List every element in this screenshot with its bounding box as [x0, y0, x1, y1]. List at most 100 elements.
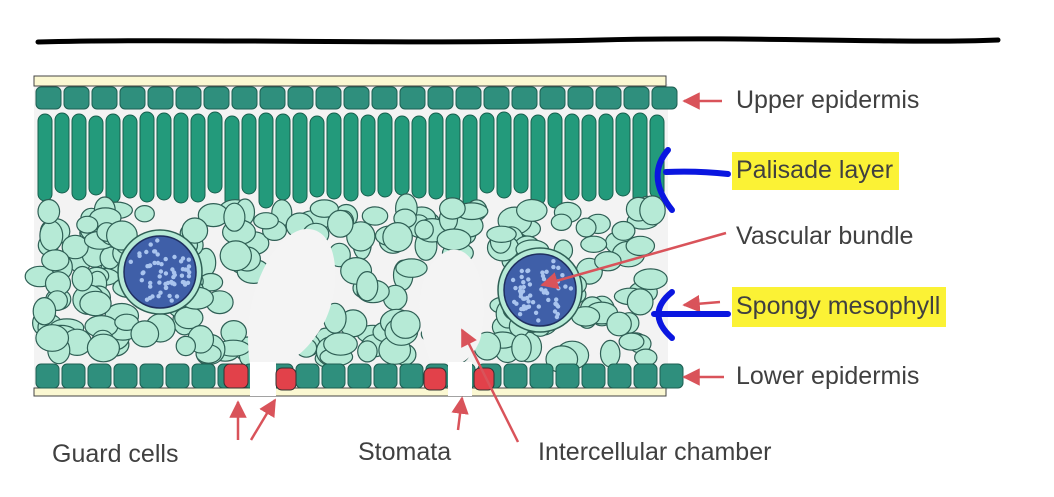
vascular-bundle-dot: [546, 297, 551, 303]
vascular-bundle-dot: [514, 301, 519, 306]
spongy-cell: [346, 221, 376, 252]
lower-epidermis-cell: [295, 363, 320, 389]
spongy-cell: [414, 219, 434, 240]
guard-cells-arrow: [249, 398, 277, 441]
upper-epidermis-cell: [147, 86, 174, 110]
spongy-cell: [486, 225, 517, 243]
palisade-cell: [54, 112, 70, 194]
vascular-bundle-dot: [563, 284, 568, 289]
vascular-bundle-dot: [157, 280, 162, 285]
vascular-bundle-dot: [139, 278, 144, 283]
vascular-bundle-dot: [172, 254, 177, 260]
lower-cuticle: [33, 387, 667, 397]
lower-epidermis-cell: [659, 363, 684, 389]
upper-epidermis-cell: [315, 86, 342, 110]
palisade-cell: [615, 112, 631, 197]
vascular-bundle-dot: [181, 280, 187, 285]
label-spongy-mesophyll: Spongy mesophyll: [732, 287, 947, 327]
vascular-bundle-dot: [170, 267, 175, 272]
spongy-cell: [439, 197, 466, 220]
spongy-cell: [175, 335, 196, 357]
vascular-bundle-dot: [158, 290, 163, 295]
upper-epidermis-cell: [399, 86, 426, 110]
upper-epidermis-cell: [259, 86, 286, 110]
upper-epidermis-cell: [91, 86, 118, 110]
guard-cell: [223, 363, 249, 389]
vascular-bundle-dot: [179, 273, 185, 278]
lower-epidermis-cell: [35, 363, 60, 389]
vascular-bundle-dot: [544, 290, 550, 296]
lower-epidermis-cell: [503, 363, 528, 389]
vascular-bundle-dot: [163, 256, 168, 262]
label-upper-epidermis: Upper epidermis: [736, 86, 920, 114]
upper-epidermis-cell: [63, 86, 90, 110]
lower-epidermis-cell: [633, 363, 658, 389]
label-lower-epidermis: Lower epidermis: [736, 362, 920, 390]
lower-epidermis-cell: [399, 363, 424, 389]
spongy-cell: [618, 332, 645, 351]
vascular-bundle-dot: [148, 242, 153, 247]
vascular-bundle-dot: [144, 297, 150, 302]
spongy-cell: [76, 215, 99, 234]
vascular-bundle-dot: [140, 271, 145, 276]
spongy-cell: [356, 271, 379, 302]
spongy-mesophyll-arrow: [682, 294, 721, 313]
vascular-bundle-dot: [519, 274, 524, 280]
upper-epidermis-cell: [595, 86, 622, 110]
palisade-cell: [547, 112, 563, 209]
spongy-cell: [511, 333, 532, 362]
palisade-cell: [241, 113, 257, 195]
upper-epidermis-cell: [483, 86, 510, 110]
vascular-bundle-dot: [186, 257, 191, 262]
palisade-cell: [530, 114, 546, 206]
upper-epidermis-cell: [455, 86, 482, 110]
lower-epidermis-cell: [529, 363, 554, 389]
spongy-cell: [634, 348, 658, 367]
vascular-bundle-dot: [159, 262, 164, 267]
vascular-bundle-dot: [555, 311, 560, 317]
spongy-cell: [130, 320, 160, 348]
vascular-bundle-dot: [172, 282, 177, 287]
spongy-cell: [309, 199, 339, 218]
vascular-bundle-dot: [554, 297, 559, 302]
palisade-cell: [632, 112, 648, 205]
palisade-cell: [411, 115, 427, 199]
vascular-bundle-dot: [530, 300, 536, 305]
vascular-bundle-dot: [526, 299, 531, 304]
spongy-cell: [382, 222, 413, 253]
vascular-bundle-dot: [536, 318, 541, 323]
palisade-cell: [71, 113, 87, 201]
lower-epidermis-cell: [165, 363, 190, 389]
lower-epidermis-cell: [373, 363, 398, 389]
spongy-cell: [611, 220, 636, 241]
vascular-bundle-dot: [180, 267, 186, 272]
guard-cell: [275, 367, 297, 391]
vascular-bundle-dot: [152, 249, 158, 254]
vascular-bundle-dot: [524, 295, 530, 301]
vascular-bundle-dot: [568, 286, 574, 291]
spongy-cell: [361, 206, 389, 226]
palisade-cell: [428, 112, 444, 200]
spongy-annotation-arrow: [651, 289, 731, 341]
vascular-bundle-dot: [148, 284, 153, 289]
spongy-cell: [626, 288, 654, 316]
lower-epidermis-cell: [139, 363, 164, 389]
vascular-bundle-dot: [560, 273, 565, 278]
upper-epidermis-cell: [567, 86, 594, 110]
upper-epidermis-cell: [175, 86, 202, 110]
vascular-bundle-dot: [172, 272, 177, 278]
palisade-cell: [462, 114, 478, 208]
palisade-cell: [309, 115, 325, 198]
upper-epidermis-cell: [35, 86, 62, 110]
spongy-cell: [61, 234, 89, 260]
palisade-cell: [598, 113, 614, 201]
label-palisade-layer: Palisade layer: [732, 152, 900, 190]
vascular-bundle-dot: [550, 275, 556, 281]
upper-epidermis-cell: [287, 86, 314, 110]
palisade-cell: [326, 112, 342, 200]
label-guard-cells: Guard cells: [52, 440, 179, 468]
vascular-bundle-dot: [186, 274, 192, 279]
upper-epidermis-cell: [371, 86, 398, 110]
vascular-bundle-dot: [544, 269, 549, 274]
vascular-bundle-dot: [169, 298, 174, 303]
